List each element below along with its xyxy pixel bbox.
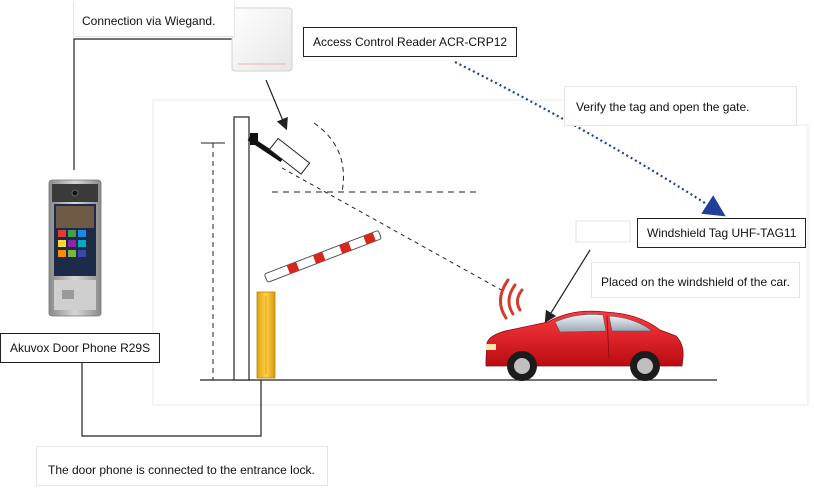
- reader-coverage-arc: [313, 122, 344, 193]
- wiegand-label-frame: [73, 2, 235, 37]
- verify-label: Verify the tag and open the gate.: [576, 100, 750, 114]
- placed-label-frame: [591, 262, 800, 298]
- tag-label: Windshield Tag UHF-TAG11: [637, 218, 807, 248]
- scene-frame: [152, 99, 809, 406]
- entrance-label: The door phone is connected to the entra…: [48, 463, 315, 477]
- door-phone-label: Akuvox Door Phone R29S: [0, 333, 161, 363]
- verify-label-frame: [564, 86, 797, 126]
- mounted-reader-icon: [247, 133, 311, 175]
- placed-label: Placed on the windshield of the car.: [601, 275, 790, 289]
- verify-arrow: [454, 61, 726, 217]
- door-phone-icon: [48, 179, 102, 317]
- wiegand-wire: [73, 38, 241, 170]
- entrance-lock-wire: [81, 360, 262, 437]
- barrier-gate-icon: [256, 230, 382, 379]
- reader-label: Access Control Reader ACR-CRP12: [303, 27, 518, 57]
- wiegand-label: Connection via Wiegand.: [82, 14, 216, 28]
- reader-beam: [281, 167, 506, 293]
- tag-pointer: [544, 249, 591, 324]
- tag-icon: [575, 220, 631, 243]
- reader-pointer: [265, 79, 288, 131]
- signal-icon: [499, 278, 524, 320]
- car-icon: [485, 310, 684, 381]
- reader-icon: [231, 7, 293, 72]
- gate-pillar: [233, 116, 250, 381]
